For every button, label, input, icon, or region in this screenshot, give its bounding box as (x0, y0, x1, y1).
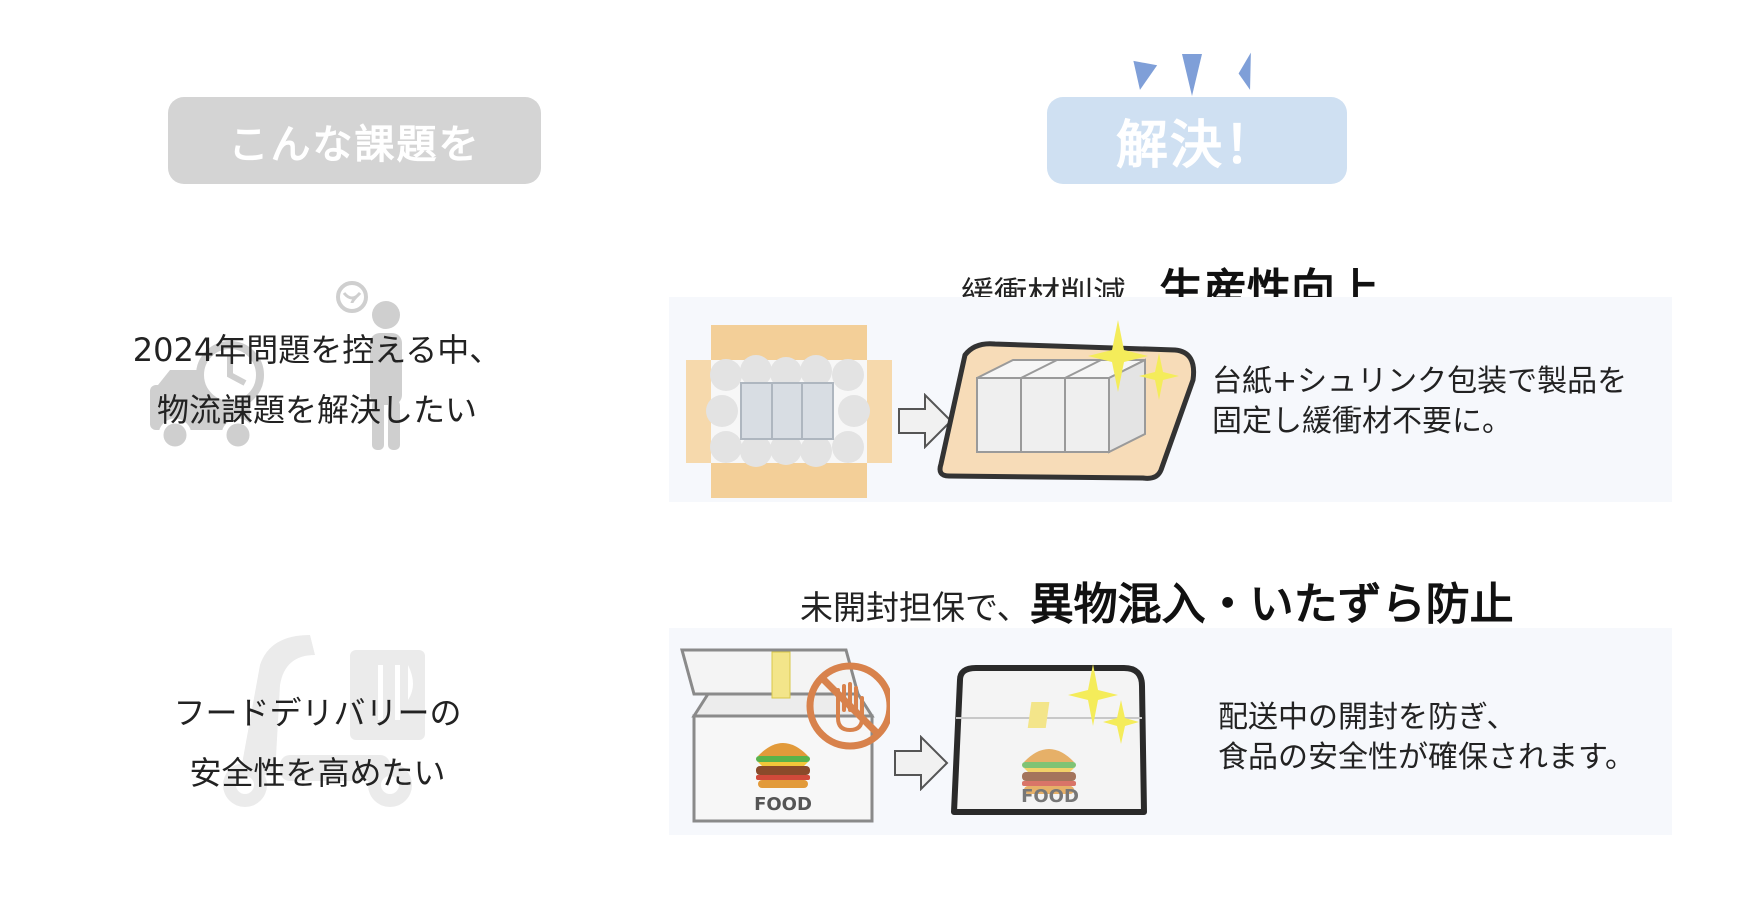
worried-person-icon (336, 281, 402, 450)
sealed-food-box-illustration: FOOD (951, 664, 1147, 815)
problem-2-line-1: フードデリバリーの (173, 694, 462, 732)
problem-2-text: フードデリバリーの 安全性を高めたい (145, 683, 490, 803)
arrow-right-icon (894, 735, 949, 791)
food-label-before: FOOD (754, 794, 812, 815)
problem-header-label: こんな課題を (168, 97, 541, 184)
sparkle-icon (1068, 664, 1139, 744)
solution-2-heading-lead: 未開封担保で、 (800, 588, 1030, 627)
food-label-after: FOOD (1021, 786, 1079, 807)
problem-1-text: 2024年問題を控える中、 物流課題を解決したい (132, 320, 502, 440)
solution-2-desc-line-2: 食品の安全性が確保されます。 (1218, 740, 1635, 775)
solution-header-label: 解決！ (1047, 97, 1347, 184)
burger-icon (756, 743, 810, 788)
problem-1-line-2: 物流課題を解決したい (156, 391, 477, 429)
shrink-wrapped-tray-illustration (937, 320, 1197, 481)
solution-2-description: 配送中の開封を防ぎ、 食品の安全性が確保されます。 (1218, 698, 1635, 778)
open-food-box-illustration: FOOD (680, 648, 890, 823)
tape-seal-icon (1027, 702, 1050, 728)
solution-2-desc-line-1: 配送中の開封を防ぎ、 (1218, 700, 1517, 735)
solution-1-description: 台紙+シュリンク包装で製品を 固定し緩衝材不要に。 (1212, 362, 1627, 442)
problem-2-line-2: 安全性を高めたい (189, 754, 446, 792)
arrow-right-icon (898, 393, 953, 449)
no-hand-icon (806, 662, 890, 750)
cushioned-box-illustration (686, 325, 892, 498)
problem-1-line-1: 2024年問題を控える中、 (132, 331, 502, 369)
delivery-scooter-icon (223, 635, 425, 807)
burst-rays-icon (1133, 52, 1251, 96)
solution-2-heading: 未開封担保で、 異物混入・いたずら防止 (800, 568, 1514, 632)
solution-2-heading-emphasis: 異物混入・いたずら防止 (1029, 579, 1514, 630)
solution-1-desc-line-1: 台紙+シュリンク包装で製品を (1212, 364, 1628, 399)
solution-1-desc-line-2: 固定し緩衝材不要に。 (1212, 404, 1512, 439)
sparkle-icon (1088, 320, 1179, 400)
truck-clock-icon (150, 341, 264, 452)
